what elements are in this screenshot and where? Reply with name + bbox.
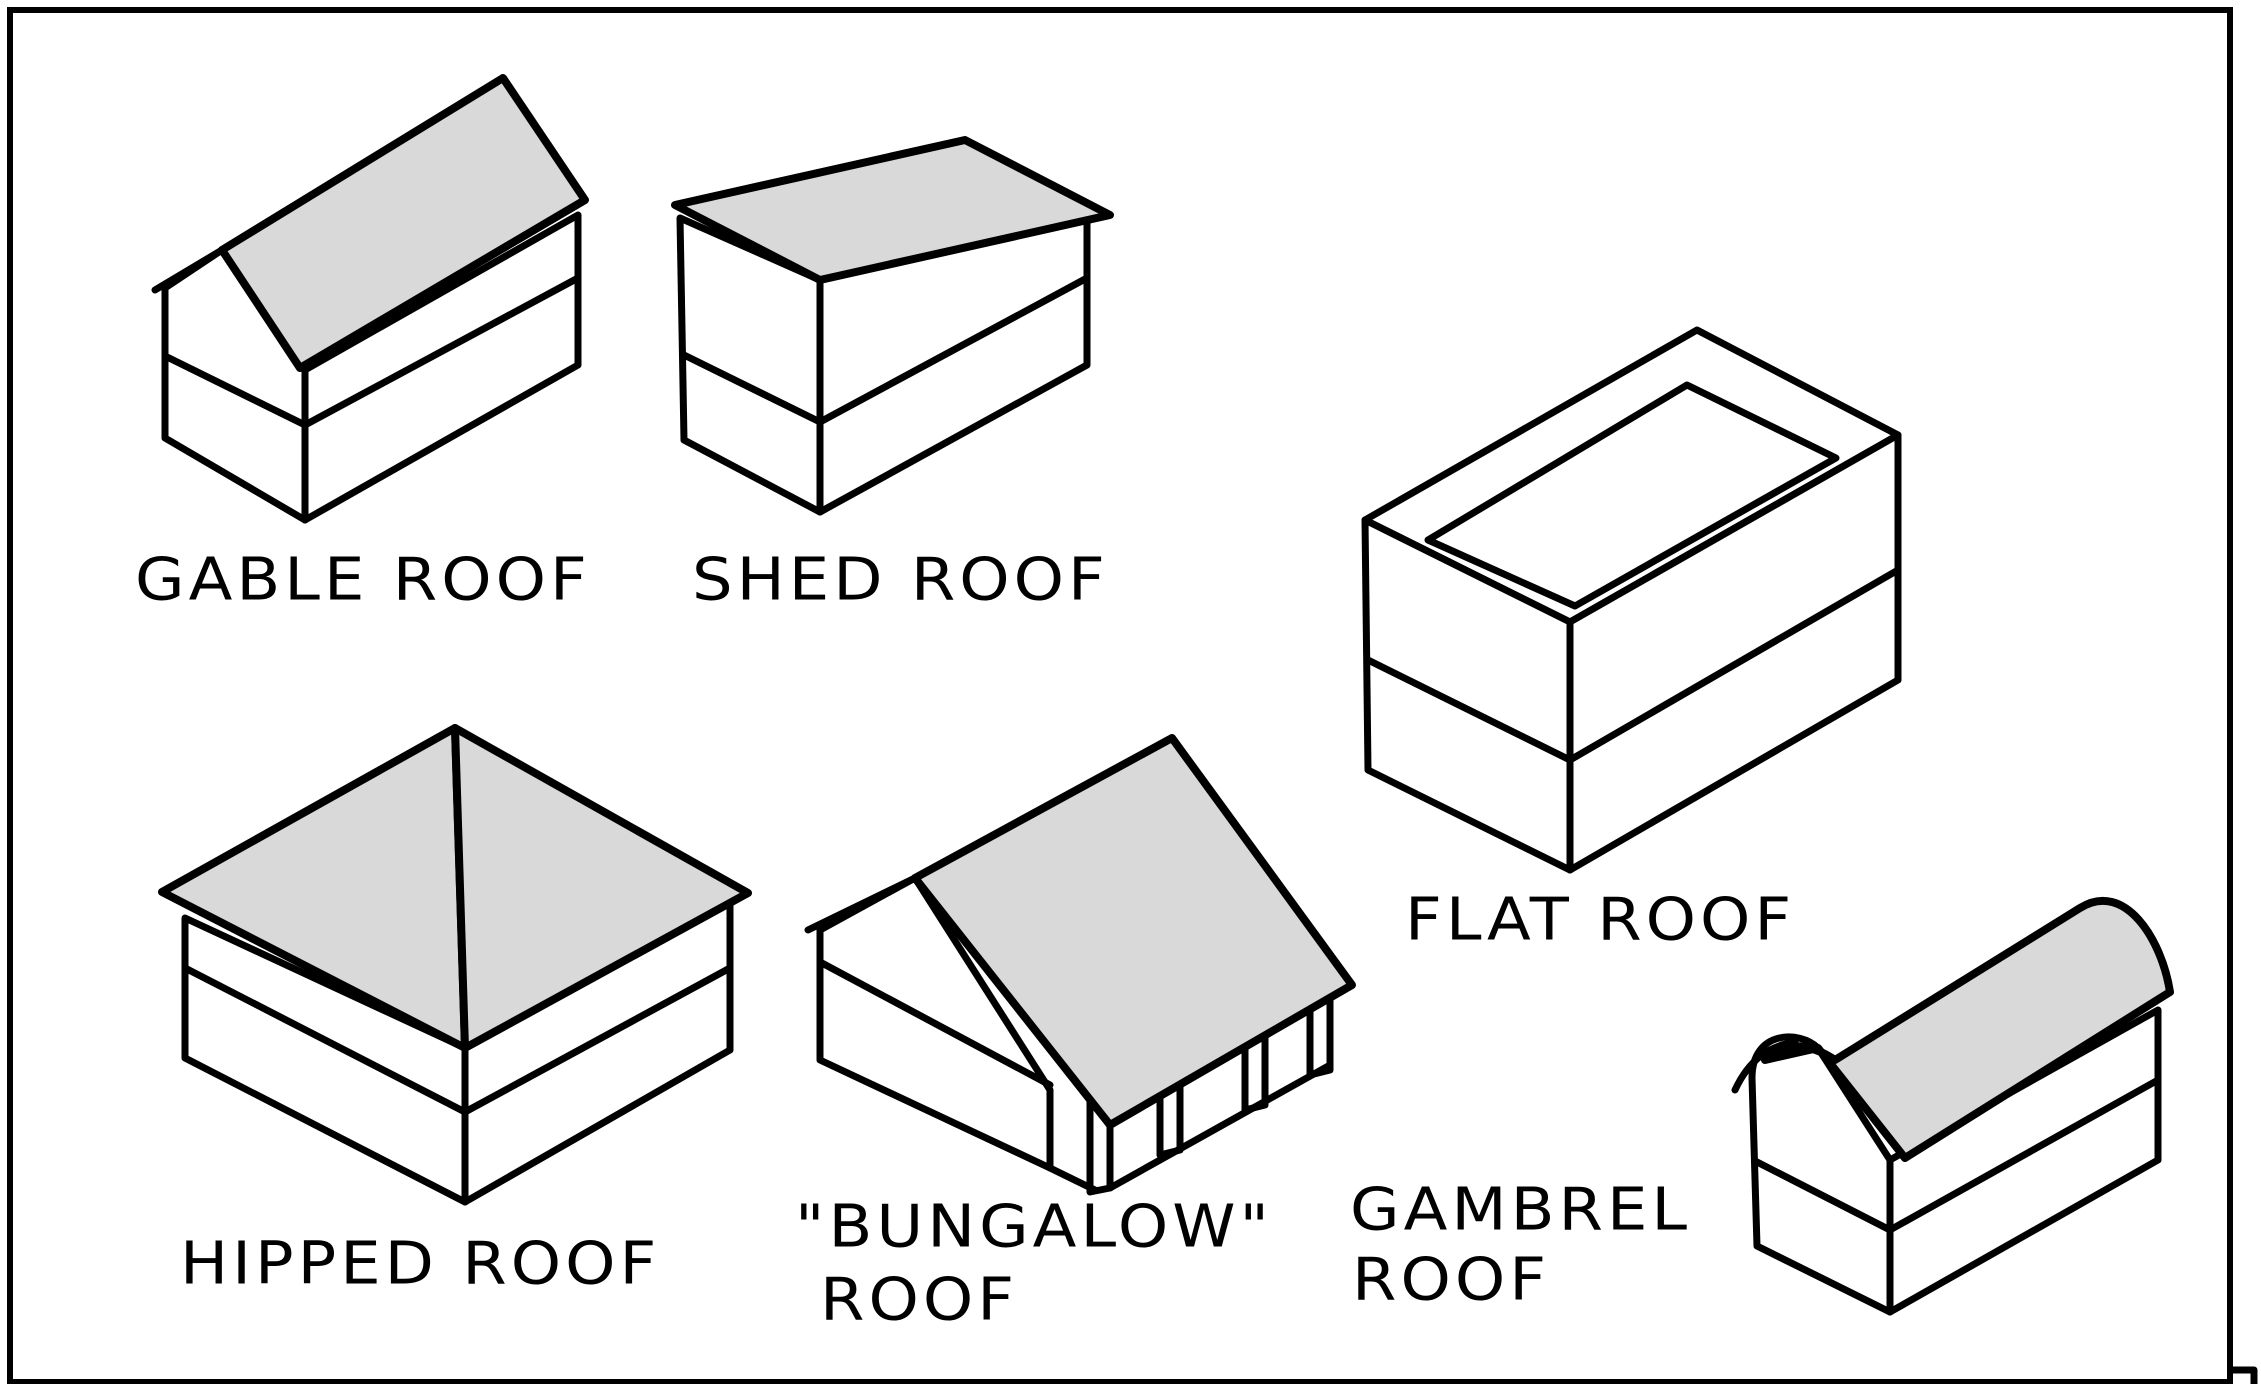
- shed-roof-label: SHED ROOF: [692, 545, 1109, 615]
- bungalow-roof-drawing: [804, 734, 1356, 1196]
- flat-roof-drawing: [1361, 326, 1902, 874]
- shed-roof-drawing: [671, 136, 1114, 516]
- frame-corner-mark: [2228, 1366, 2258, 1388]
- gambrel-roof-drawing: [1731, 897, 2174, 1316]
- hipped-roof-label: HIPPED ROOF: [180, 1229, 661, 1299]
- hipped-roof-drawing: [158, 724, 752, 1206]
- bungalow-roof-label-line1: "BUNGALOW": [795, 1192, 1273, 1262]
- gable-roof-label: GABLE ROOF: [135, 545, 591, 615]
- flat-roof-label: FLAT ROOF: [1405, 885, 1796, 955]
- gambrel-roof-label-line1: GAMBREL: [1350, 1175, 1692, 1245]
- bungalow-roof-label-line2: ROOF: [820, 1265, 1019, 1335]
- gambrel-roof-label-line2: ROOF: [1352, 1245, 1551, 1315]
- page-frame: [7, 7, 2233, 1385]
- gable-roof-drawing: [151, 74, 589, 524]
